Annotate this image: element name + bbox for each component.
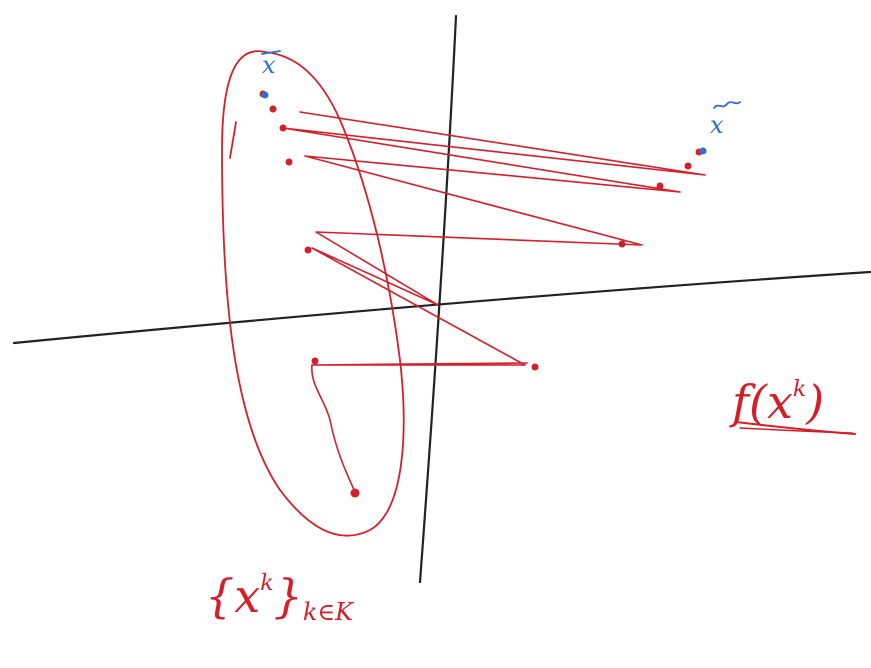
sequence-point	[269, 105, 277, 113]
sequence-open: {x	[205, 569, 260, 623]
sequence-point	[285, 158, 293, 166]
x-tilde-label: x	[710, 111, 724, 139]
sequence-point	[311, 357, 319, 365]
enclosure-tick	[229, 121, 237, 159]
f-of-xk-close: )	[805, 375, 824, 429]
horizontal-axis	[12, 270, 871, 345]
sequence-point	[350, 488, 360, 498]
bar-mark	[261, 50, 281, 55]
sequence-superscript: k	[260, 571, 273, 596]
x-bar-label: x	[262, 51, 276, 79]
sequence-set-label: {xk}k∈K	[205, 569, 355, 626]
sequence-close: }	[274, 569, 303, 623]
f-of-xk-base: f(x	[729, 375, 793, 429]
sequence-points	[259, 90, 703, 498]
f-of-xk-superscript: k	[793, 377, 806, 402]
sequence-point	[684, 162, 692, 170]
tail-curve	[311, 364, 356, 493]
f-of-xk-label: f(xk)	[729, 375, 824, 429]
subsequence-enclosure	[221, 50, 405, 537]
sequence-point	[279, 124, 287, 132]
sequence-point	[618, 240, 626, 248]
sequence-point	[531, 363, 539, 371]
sequence-point	[304, 246, 312, 254]
limit-point-xtilde	[699, 147, 707, 155]
sequence-subscript: k∈K	[303, 598, 355, 626]
sequence-path	[282, 111, 706, 366]
limit-point-xbar	[261, 91, 269, 99]
vertical-axis	[418, 14, 458, 584]
tilde-mark	[713, 101, 741, 109]
sequence-point	[656, 182, 664, 190]
f-underline-2	[739, 427, 853, 434]
